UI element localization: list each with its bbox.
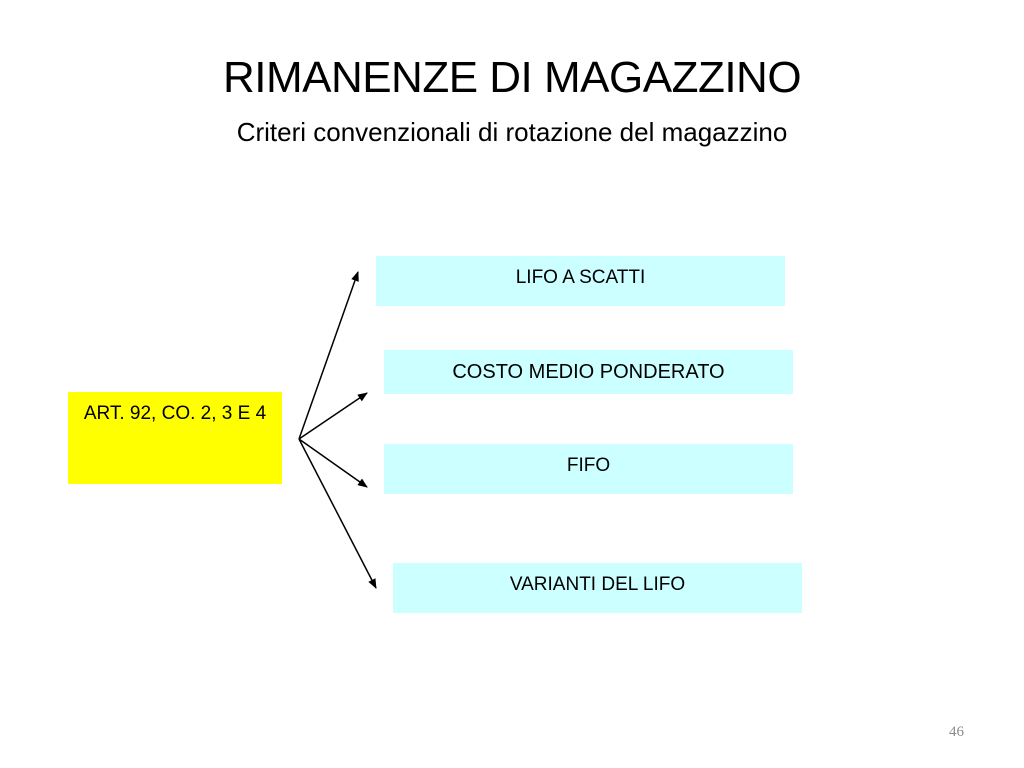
slide-title: RIMANENZE DI MAGAZZINO [222, 53, 802, 102]
source-box-art-92: ART. 92, CO. 2, 3 E 4 [68, 392, 282, 484]
target-box-lifo-a-scatti: LIFO A SCATTI [376, 256, 785, 306]
arrow-to-costo-medio-ponderato [298, 392, 368, 440]
arrow-to-fifo [298, 438, 368, 488]
target-box-costo-medio-ponderato: COSTO MEDIO PONDERATO [384, 350, 793, 394]
slide-subtitle: Criteri convenzionali di rotazione del m… [236, 117, 788, 147]
target-box-varianti-del-lifo: VARIANTI DEL LIFO [393, 563, 802, 613]
arrow-to-lifo-a-scatti [298, 271, 359, 440]
page-number: 46 [949, 724, 964, 740]
arrow-to-varianti-del-lifo [298, 438, 377, 589]
target-box-fifo: FIFO [384, 444, 793, 494]
